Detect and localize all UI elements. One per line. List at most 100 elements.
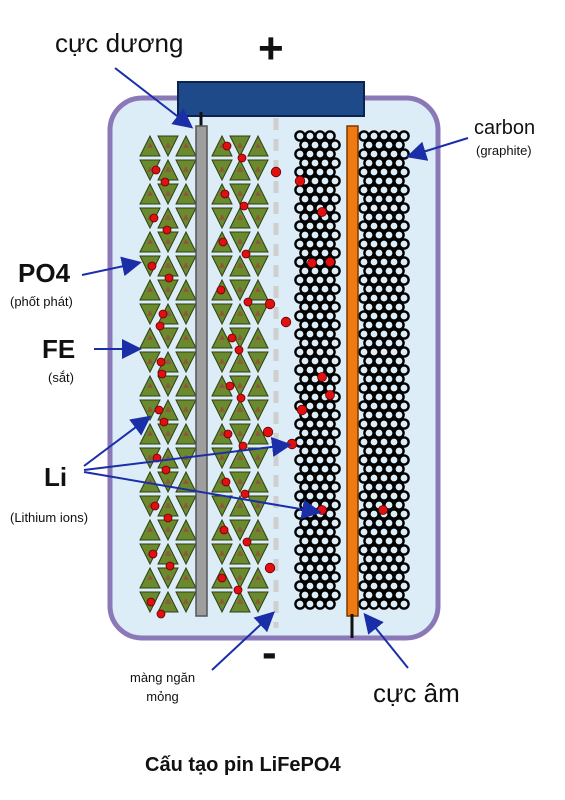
fe-atom (183, 262, 189, 268)
graphite-atom-icon (398, 346, 410, 358)
graphite-atom-icon (329, 355, 341, 367)
graphite-atom-icon (398, 202, 410, 214)
arrow-icon (211, 611, 275, 671)
fe-atom (183, 502, 189, 508)
fe-atom (147, 526, 153, 532)
graphite-atom-icon (393, 571, 405, 583)
fe-atom (237, 262, 243, 268)
graphite-atom-icon (398, 598, 410, 610)
graphite-atom-icon (329, 553, 341, 565)
fe-atom (183, 166, 189, 172)
lithium-ion-icon (162, 225, 172, 235)
fe-atom (147, 406, 153, 412)
fe-atom (237, 430, 243, 436)
lithium-ion-icon (241, 249, 251, 259)
graphite-atom-icon (393, 265, 405, 277)
carbon-label: carbon (474, 117, 536, 139)
graphite-atom-icon (393, 499, 405, 511)
fe-label: FE (42, 334, 76, 364)
graphite-atom-icon (393, 553, 405, 565)
fe-atom (219, 502, 225, 508)
fe-atom (237, 382, 243, 388)
graphite-atom-icon (324, 472, 336, 484)
graphite-atom-icon (393, 139, 405, 151)
graphite-atom-icon (398, 310, 410, 322)
fe-atom (219, 430, 225, 436)
fe-atom (183, 550, 189, 556)
graphite-atom-icon (393, 409, 405, 421)
fe-atom (165, 142, 171, 148)
lithium-ion-icon (163, 513, 173, 523)
graphite-atom-icon (393, 355, 405, 367)
fe-atom (165, 358, 171, 364)
fe-atom (255, 262, 261, 268)
fe-atom (183, 382, 189, 388)
graphite-atom-icon (398, 274, 410, 286)
graphite-atom-icon (398, 562, 410, 574)
lithium-ion-icon (296, 404, 308, 416)
graphite-atom-icon (398, 328, 410, 340)
fe-atom (255, 598, 261, 604)
graphite-atom-icon (324, 454, 336, 466)
lithium-ion-icon (150, 501, 160, 511)
graphite-atom-icon (398, 418, 410, 430)
lithium-ion-icon (154, 405, 164, 415)
carbon-sub-label: (graphite) (476, 143, 532, 158)
lithium-ion-icon (216, 285, 226, 295)
fe-atom (165, 526, 171, 532)
graphite-atom-icon (329, 211, 341, 223)
graphite-atom-icon (324, 490, 336, 502)
fe-atom (183, 238, 189, 244)
lithium-ion-icon (159, 417, 169, 427)
fe-atom (237, 502, 243, 508)
lithium-ion-icon (378, 505, 388, 515)
graphite-atom-icon (393, 445, 405, 457)
graphite-atom-icon (393, 301, 405, 313)
graphite-atom-icon (398, 220, 410, 232)
lithium-ion-icon (156, 357, 166, 367)
arrow-icon (363, 612, 409, 669)
graphite-atom-icon (324, 562, 336, 574)
fe-atom (147, 574, 153, 580)
fe-atom (237, 190, 243, 196)
fe-atom (219, 334, 225, 340)
fe-atom (255, 382, 261, 388)
graphite-atom-icon (324, 364, 336, 376)
graphite-atom-icon (398, 184, 410, 196)
fe-atom (255, 238, 261, 244)
fe-atom (165, 406, 171, 412)
lithium-ion-icon (147, 261, 157, 271)
graphite-atom-icon (324, 220, 336, 232)
fe-atom (219, 454, 225, 460)
li-sub-label: (Lithium ions) (10, 510, 89, 525)
graphite-atom-icon (398, 580, 410, 592)
lithium-ion-icon (157, 369, 167, 379)
graphite-atom-icon (398, 490, 410, 502)
fe-atom (147, 166, 153, 172)
fe-atom (183, 574, 189, 580)
lithium-ion-icon (218, 237, 228, 247)
fe-atom (237, 598, 243, 604)
fe-atom (255, 310, 261, 316)
lithium-ion-icon (317, 505, 327, 515)
graphite-atom-icon (329, 175, 341, 187)
graphite-atom-icon (398, 472, 410, 484)
cathode-current-collector (195, 125, 208, 617)
lithium-ion-icon (236, 393, 246, 403)
graphite-atom-icon (324, 166, 336, 178)
arrow-icon (81, 67, 469, 671)
fe-atom (237, 334, 243, 340)
fe-atom (165, 214, 171, 220)
lithium-ion-icon (222, 141, 232, 151)
lithium-ion-icon (270, 166, 282, 178)
fe-atom (219, 214, 225, 220)
fe-atom (255, 502, 261, 508)
lithium-ion-icon (317, 372, 327, 382)
graphite-atom-icon (329, 499, 341, 511)
fe-atom (255, 526, 261, 532)
fe-atom (255, 430, 261, 436)
graphite-atom-icon (393, 535, 405, 547)
lithium-ion-icon (223, 429, 233, 439)
fe-atom (165, 166, 171, 172)
graphite-atom-icon (324, 328, 336, 340)
